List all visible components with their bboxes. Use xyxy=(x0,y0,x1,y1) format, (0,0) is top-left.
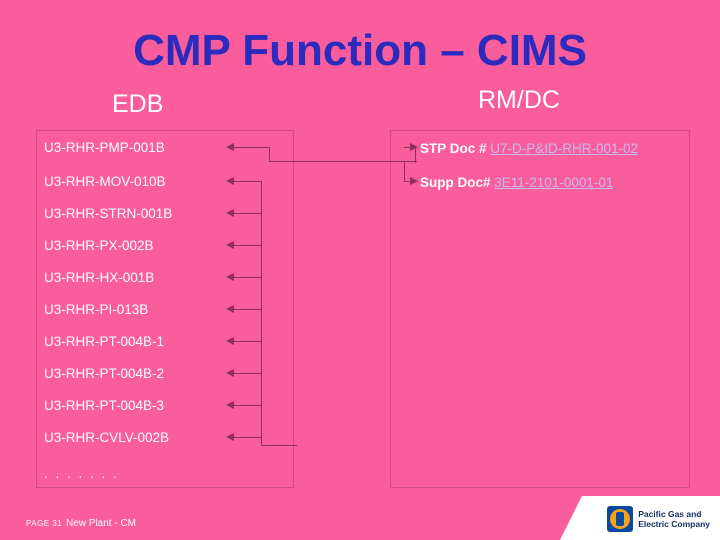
connector-line xyxy=(234,373,262,374)
arrow-left-icon xyxy=(226,401,234,409)
list-item: U3-RHR-PMP-001B xyxy=(44,140,165,155)
right-item-link[interactable]: 3E11-2101-0001-01 xyxy=(494,175,614,190)
list-item: U3-RHR-HX-001B xyxy=(44,270,155,285)
connector-line xyxy=(234,213,262,214)
arrow-left-icon xyxy=(226,241,234,249)
list-item: U3-RHR-PT-004B-1 xyxy=(44,334,165,349)
right-item-supp-doc: Supp Doc# 3E11-2101-0001-01 xyxy=(420,175,613,190)
arrow-left-icon xyxy=(226,209,234,217)
connector-trunk-vertical xyxy=(261,181,262,445)
arrow-right-icon xyxy=(410,143,418,151)
list-item: U3-RHR-CVLV-002B xyxy=(44,430,170,445)
edb-panel xyxy=(36,130,294,488)
connector-line xyxy=(234,405,262,406)
connector-line xyxy=(234,341,262,342)
arrow-right-icon xyxy=(410,177,418,185)
connector-line xyxy=(404,181,412,182)
right-item-label: STP Doc # xyxy=(420,141,491,156)
connector-line xyxy=(415,147,416,163)
connector-line xyxy=(261,445,297,446)
connector-line xyxy=(269,147,270,161)
connector-line xyxy=(234,245,262,246)
right-item-label: Supp Doc# xyxy=(420,175,495,190)
footer-wedge xyxy=(560,496,720,540)
list-item: U3-RHR-MOV-010B xyxy=(44,174,166,189)
right-item-stp-doc: STP Doc # U7-D-P&ID-RHR-001-02 xyxy=(420,141,638,156)
page-title: CMP Function – CIMS xyxy=(133,26,587,75)
arrow-left-icon xyxy=(226,433,234,441)
list-item: U3-RHR-PT-004B-2 xyxy=(44,366,165,381)
list-item: U3-RHR-PX-002B xyxy=(44,238,154,253)
connector-bus-horizontal xyxy=(269,161,417,162)
pge-logo-icon xyxy=(607,506,634,532)
arrow-left-icon xyxy=(226,369,234,377)
page-number: PAGE 31 xyxy=(26,519,63,528)
pge-logo-line1: Pacific Gas and xyxy=(638,509,702,519)
connector-line xyxy=(234,277,262,278)
arrow-left-icon xyxy=(226,177,234,185)
footer-bar: PAGE 31 New Plant - CM Pacific Gas and E… xyxy=(0,496,720,540)
pge-logo-line2: Electric Company xyxy=(638,519,710,529)
list-item: U3-RHR-PI-013B xyxy=(44,302,149,317)
arrow-left-icon xyxy=(226,337,234,345)
column-header-edb: EDB xyxy=(112,90,164,118)
rmdc-panel xyxy=(390,130,690,488)
connector-line xyxy=(234,181,262,182)
pge-logo: Pacific Gas and Electric Company xyxy=(607,506,710,532)
list-item: U3-RHR-STRN-001B xyxy=(44,206,173,221)
footer-text: New Plant - CM xyxy=(66,518,137,529)
arrow-left-icon xyxy=(226,305,234,313)
connector-line xyxy=(234,147,270,148)
list-ellipsis: . . . . . . . xyxy=(44,466,119,481)
arrow-left-icon xyxy=(226,273,234,281)
connector-line xyxy=(234,309,262,310)
list-item: U3-RHR-PT-004B-3 xyxy=(44,398,165,413)
connector-line xyxy=(404,161,405,181)
column-header-rmdc: RM/DC xyxy=(478,86,560,114)
arrow-left-icon xyxy=(226,143,234,151)
pge-logo-text: Pacific Gas and Electric Company xyxy=(638,509,710,529)
right-item-link[interactable]: U7-D-P&ID-RHR-001-02 xyxy=(490,141,639,156)
connector-line xyxy=(234,437,262,438)
